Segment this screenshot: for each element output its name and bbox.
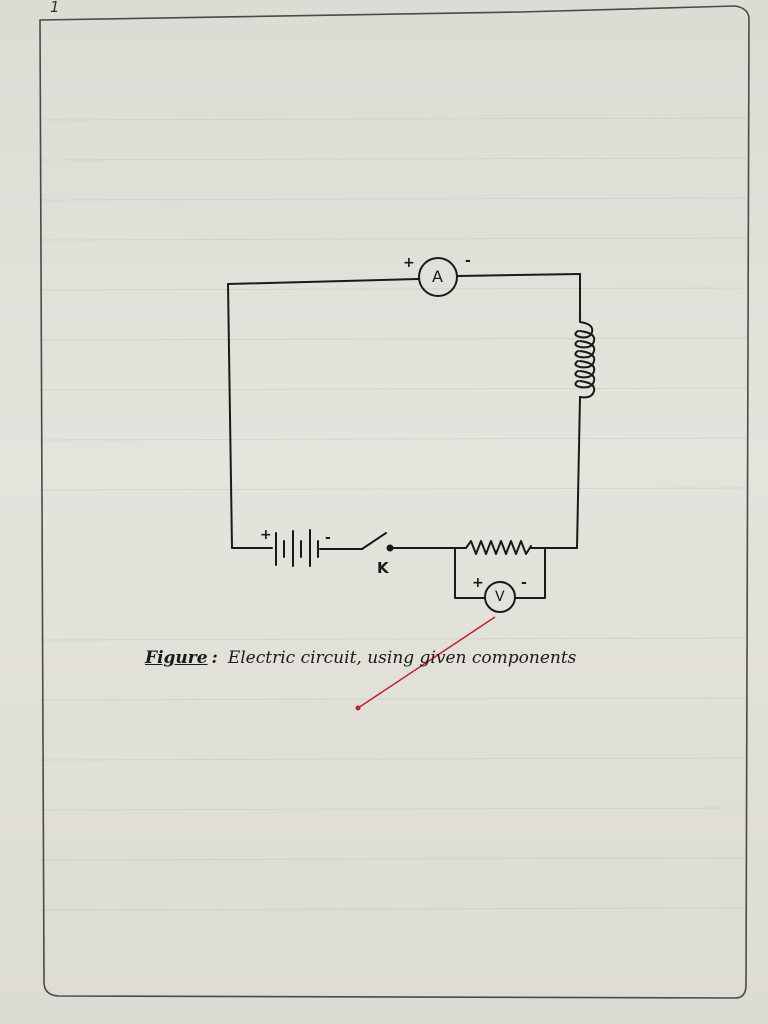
- wire-top-right: [457, 273, 581, 277]
- voltmeter-plus: +: [472, 575, 484, 591]
- page-number: 1: [50, 0, 60, 16]
- voltmeter-branch-right: [515, 547, 546, 599]
- ammeter-minus: -: [465, 253, 471, 269]
- wire-top-left: [227, 278, 419, 285]
- inductor-icon: [574, 321, 596, 399]
- wire-right-lower: [576, 396, 581, 549]
- ammeter-plus: +: [403, 255, 415, 271]
- battery-icon: [275, 529, 319, 567]
- figure-caption: Figure: Electric circuit, using given com…: [145, 648, 665, 668]
- voltmeter-minus: -: [521, 575, 527, 591]
- battery-plus: +: [260, 527, 272, 543]
- voltmeter-icon: [484, 581, 516, 613]
- ruled-lines: [39, 117, 749, 911]
- red-pen-mark: [357, 616, 496, 709]
- voltmeter-branch-left: [454, 547, 485, 599]
- caption-prefix: Figure: [145, 648, 208, 668]
- red-pen-dot: [355, 705, 361, 711]
- voltmeter-label: V: [495, 589, 505, 605]
- battery-minus: -: [325, 530, 331, 546]
- wire-left: [227, 283, 233, 549]
- ammeter-icon: [418, 257, 458, 297]
- key-label: K: [377, 559, 389, 577]
- caption-text: Electric circuit, using given components: [227, 648, 577, 668]
- margin-border: [39, 5, 750, 999]
- caption-separator: :: [211, 648, 218, 668]
- ammeter-label: A: [432, 267, 443, 286]
- resistor-icon: [465, 540, 532, 555]
- switch-icon: [361, 532, 387, 550]
